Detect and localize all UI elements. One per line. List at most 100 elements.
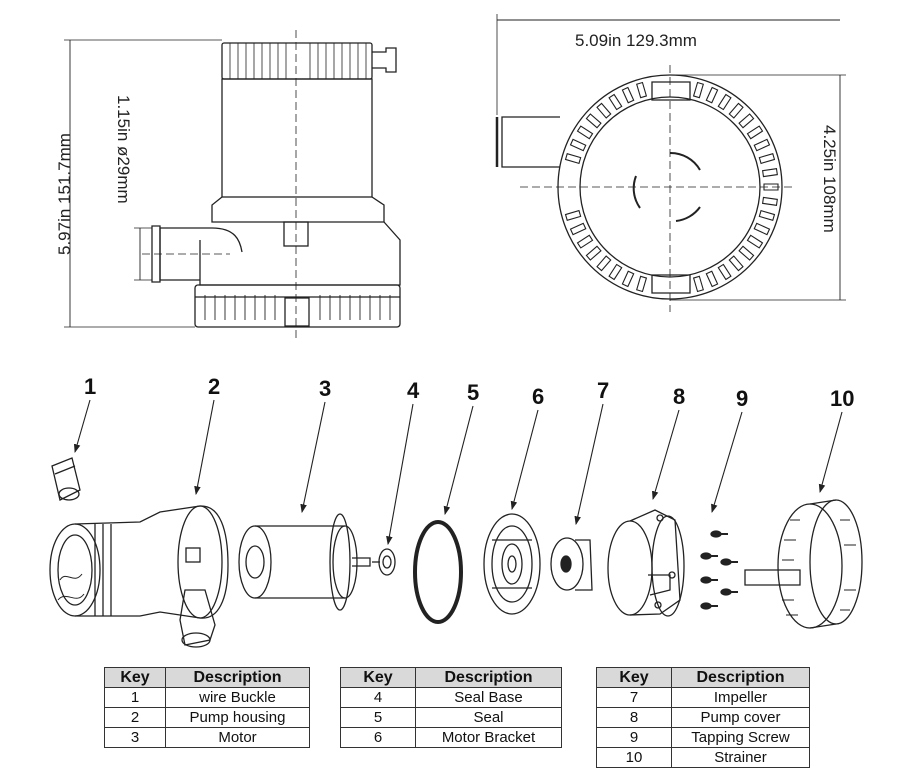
part-pump-cover [607,509,685,617]
strainer-slot [564,209,582,221]
top-view [495,14,846,312]
exploded-view [49,399,863,648]
strainer-slot [608,263,623,281]
strainer-slot [596,102,612,119]
part-key: 10 [596,747,672,768]
part-description: Strainer [671,747,810,768]
part-description: wire Buckle [165,687,310,708]
part-key: 9 [596,727,672,748]
callout-3: 3 [319,376,331,401]
strainer-slots [564,81,779,293]
strainer-slot [746,234,764,249]
part-key: 1 [104,687,166,708]
description-header: Description [671,667,810,688]
key-header: Key [104,667,166,688]
callout-8: 8 [673,384,685,409]
strainer-slot [596,255,612,272]
strainer-slot [753,222,771,236]
part-impeller [550,537,593,591]
strainer-slot [621,270,635,288]
callout-4: 4 [407,378,420,403]
strainer-slot [705,270,719,288]
part-description: Seal [415,707,562,728]
description-header: Description [165,667,310,688]
callout-5: 5 [467,380,479,405]
strainer-slot [564,153,582,165]
part-description: Pump cover [671,707,810,728]
callout-10: 10 [830,386,854,411]
strainer-slot [636,275,648,293]
strainer-slot [728,102,744,119]
strainer-slot [738,245,755,261]
key-header: Key [596,667,672,688]
strainer-slot [576,125,594,140]
outlet-dimension-label: 1.15in ø29mm [114,95,133,204]
strainer-slot [717,263,732,281]
strainer-slot [621,86,635,104]
strainer-slot [692,275,704,293]
callout-1: 1 [84,374,96,399]
strainer-slot [758,209,776,221]
table-header-row: Key Description [104,667,310,688]
strainer-slot [746,125,764,140]
height-dimension-label: 5.97in 151.7mm [55,133,74,255]
strainer-slot [758,153,776,165]
depth-dimension-label: 4.25in 108mm [820,125,839,233]
strainer-slot [585,245,602,261]
callout-7: 7 [597,378,609,403]
part-motor [238,513,371,611]
callout-2: 2 [208,374,220,399]
strainer-slot [585,113,602,129]
part-wire-buckle [51,457,81,501]
strainer-slot [761,168,778,178]
part-motor-bracket [483,513,541,615]
strainer-slot [717,93,732,111]
part-pump-housing [49,505,229,648]
part-description: Pump housing [165,707,310,728]
part-key: 6 [340,727,416,748]
part-tapping-screws [700,530,738,610]
part-key: 5 [340,707,416,728]
part-description: Tapping Screw [671,727,810,748]
strainer-slot [738,113,755,129]
strainer-slot [569,222,587,236]
part-key: 7 [596,687,672,708]
strainer-slot [608,93,623,111]
part-description: Impeller [671,687,810,708]
side-view [64,30,401,340]
strainer-slot [753,138,771,152]
part-key: 3 [104,727,166,748]
part-description: Motor Bracket [415,727,562,748]
part-strainer [744,499,863,629]
width-dimension-label: 5.09in 129.3mm [575,31,697,50]
part-description: Motor [165,727,310,748]
strainer-slot [569,138,587,152]
callout-6: 6 [532,384,544,409]
part-description: Seal Base [415,687,562,708]
table-header-row: Key Description [596,667,810,688]
part-key: 2 [104,707,166,728]
strainer-slot [576,234,594,249]
part-key: 4 [340,687,416,708]
part-seal [413,520,463,624]
strainer-slot [728,255,744,272]
callout-9: 9 [736,386,748,411]
part-seal-base [372,548,396,576]
strainer-slot [761,196,778,206]
strainer-slot [763,183,779,191]
description-header: Description [415,667,562,688]
